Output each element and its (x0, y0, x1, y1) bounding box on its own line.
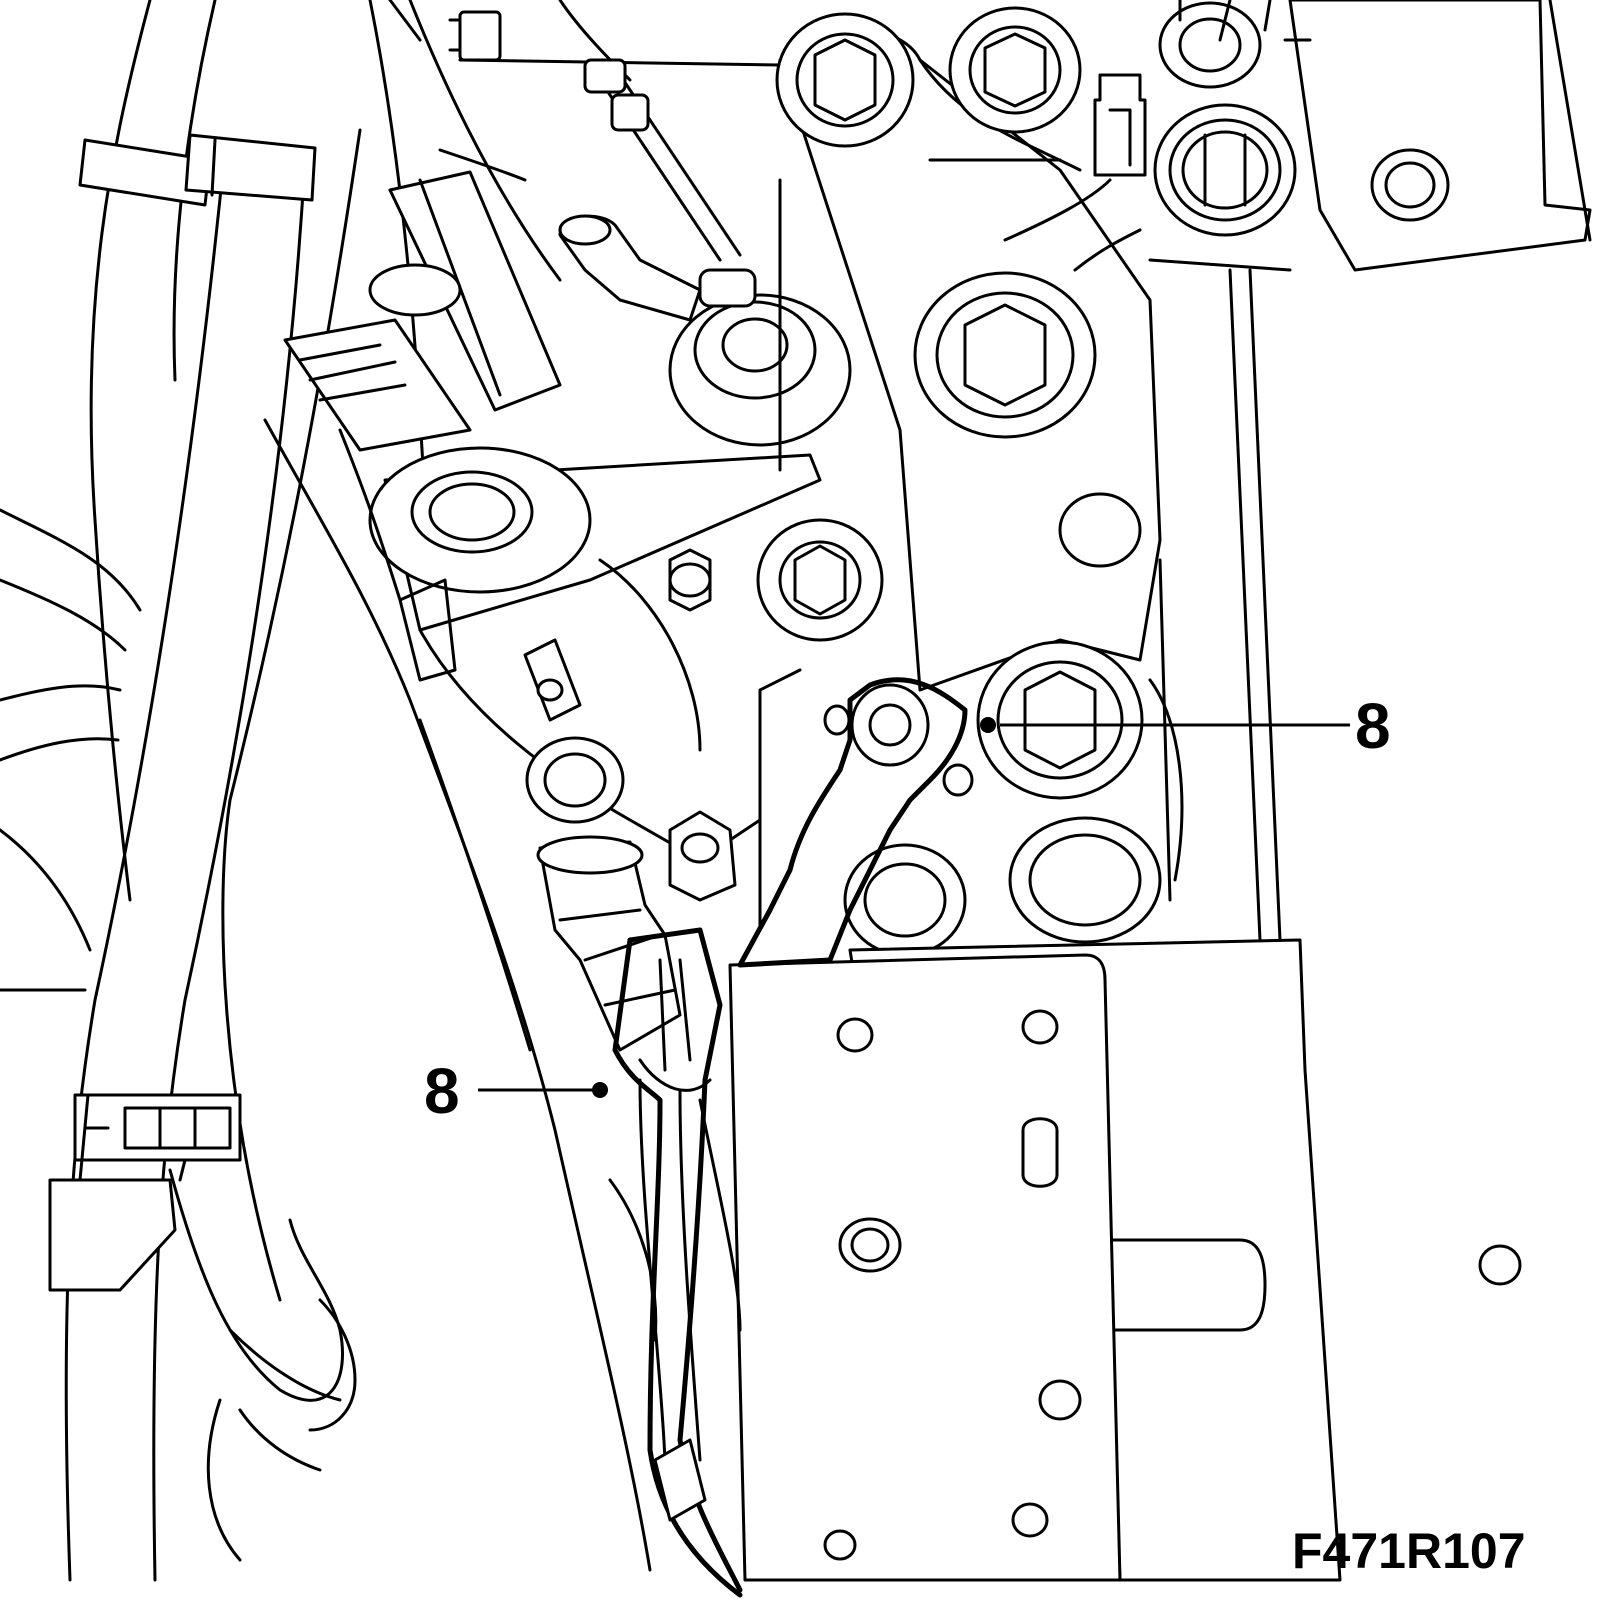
ground-cable-highlight (612, 677, 974, 1598)
bolt-middle-1 (913, 271, 1097, 439)
bolt-lower-1 (976, 640, 1144, 800)
gearbox-housing (263, 0, 852, 1572)
bolt-top-2 (948, 6, 1082, 134)
bolt-lower-2 (1008, 816, 1162, 944)
bolt-top-3 (1158, 1, 1262, 89)
callout-upper: 8 (980, 690, 1391, 762)
callout-lower: 8 (424, 1055, 608, 1127)
left-hose-assembly (0, 0, 432, 1582)
callout-lower-label: 8 (424, 1055, 460, 1127)
valve-body-block (756, 0, 1592, 957)
bolt-top-1 (775, 12, 915, 148)
figure-code: F471R107 (1292, 1523, 1526, 1579)
bolt-middle-2 (756, 518, 884, 642)
cover-plate (728, 938, 1522, 1582)
bolt-lower-3 (843, 843, 967, 957)
callout-upper-label: 8 (1355, 690, 1391, 762)
